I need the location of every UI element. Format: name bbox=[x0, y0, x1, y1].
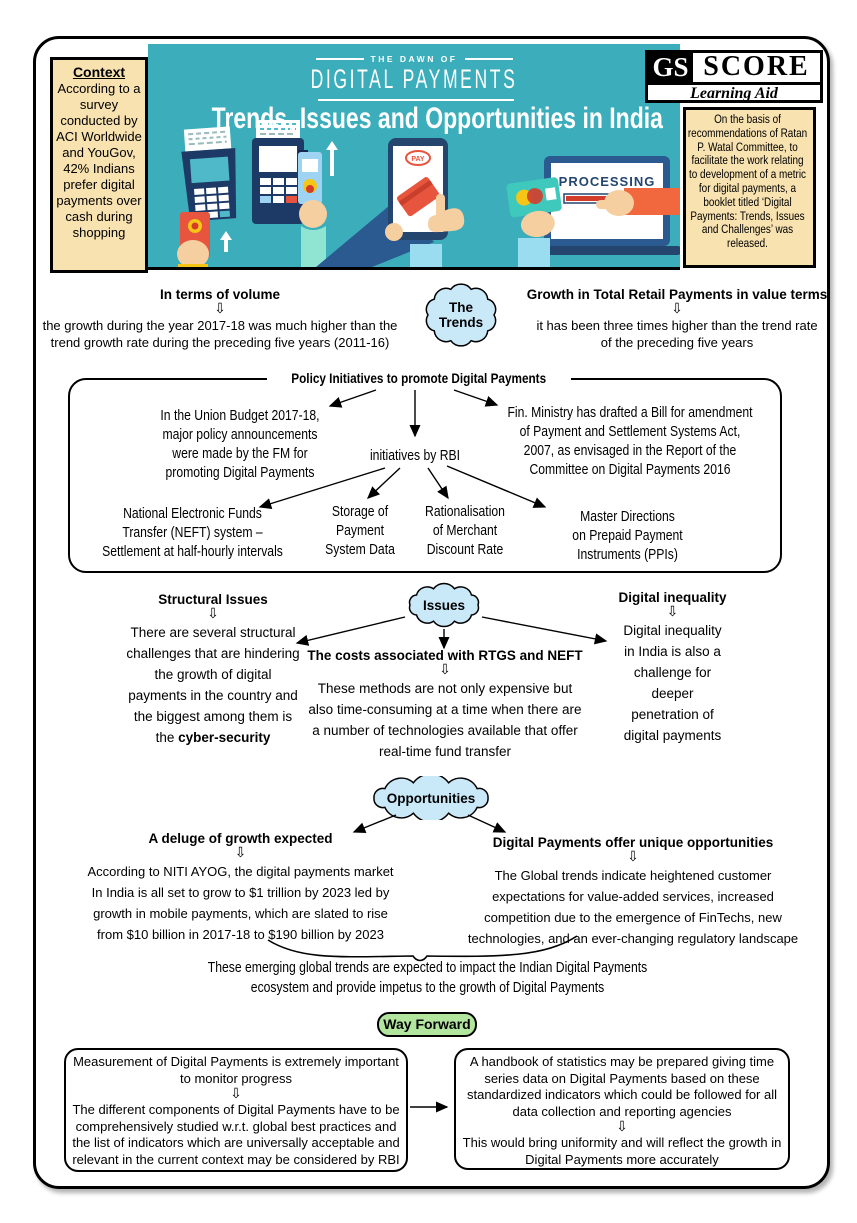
trends-volume-block: In terms of volume ⇩ the growth during t… bbox=[40, 287, 400, 351]
pos-terminal-1 bbox=[181, 126, 237, 222]
issues-inequality-block: Digital inequality ⇩ Digital inequality … bbox=[590, 590, 755, 746]
trends-volume-heading: In terms of volume bbox=[159, 287, 281, 302]
banner: PAY PROCESSING bbox=[148, 44, 680, 270]
policy-title: Policy Initiatives to promote Digital Pa… bbox=[267, 370, 571, 386]
issues-costs-heading: The costs associated with RTGS and NEFT bbox=[307, 648, 583, 663]
smartphone-hands: PAY bbox=[316, 138, 465, 267]
opportunities-growth-block: A deluge of growth expected ⇩ According … bbox=[48, 831, 433, 945]
logo-score: SCORE bbox=[703, 51, 810, 82]
opportunities-growth-heading: A deluge of growth expected bbox=[148, 831, 333, 846]
policy-neft: National Electronic Funds Transfer (NEFT… bbox=[102, 506, 283, 560]
down-arrow-icon: ⇩ bbox=[207, 606, 219, 622]
down-arrow-icon: ⇩ bbox=[214, 301, 226, 317]
teal-card-hand bbox=[506, 177, 562, 238]
issues-cloud-label: Issues bbox=[422, 597, 466, 613]
issues-costs-body: These methods are not only expensive but… bbox=[308, 681, 582, 759]
issues-structural-block: Structural Issues ⇩ There are several st… bbox=[63, 592, 363, 748]
watal-committee-text: On the basis of recommendations of Ratan… bbox=[687, 112, 808, 251]
issues-inequality-heading: Digital inequality bbox=[618, 590, 727, 605]
trends-cloud: The Trends bbox=[422, 282, 500, 348]
issues-costs-block: The costs associated with RTGS and NEFT … bbox=[280, 648, 610, 762]
issues-inequality-body: Digital inequality in India is also a ch… bbox=[623, 623, 722, 743]
issues-structural-heading: Structural Issues bbox=[158, 592, 268, 607]
left-box-top: Measurement of Digital Payments is extre… bbox=[73, 1054, 399, 1086]
trends-value-block: Growth in Total Retail Payments in value… bbox=[512, 287, 842, 351]
global-trends-summary: These emerging global trends are expecte… bbox=[207, 960, 648, 996]
kicker-line-left bbox=[315, 57, 364, 60]
trends-value-body: it has been three times higher than the … bbox=[536, 318, 818, 350]
opportunities-cloud: Opportunities bbox=[368, 776, 494, 820]
opportunities-unique-block: Digital Payments offer unique opportunit… bbox=[437, 835, 829, 949]
issues-cloud: Issues bbox=[404, 582, 484, 628]
context-box: Context According to a survey conducted … bbox=[50, 57, 148, 273]
down-arrow-icon: ⇩ bbox=[616, 1119, 628, 1135]
way-forward-left-box: Measurement of Digital Payments is extre… bbox=[64, 1048, 408, 1172]
card-hand-1 bbox=[177, 212, 232, 267]
way-forward-right-box: A handbook of statistics may be prepared… bbox=[454, 1048, 790, 1170]
kicker-line-right bbox=[464, 57, 513, 60]
policy-rbi: initiatives by RBI bbox=[369, 448, 461, 464]
logo-tagline: Learning Aid bbox=[648, 82, 820, 103]
opportunities-cloud-label: Opportunities bbox=[386, 790, 476, 806]
opportunities-unique-body: The Global trends indicate heightened cu… bbox=[467, 868, 799, 946]
logo-gs: GS bbox=[648, 53, 693, 82]
laptop-processing: PROCESSING bbox=[506, 156, 680, 267]
processing-label: PROCESSING bbox=[559, 174, 656, 189]
banner-brand: DIGITAL PAYMENTS bbox=[310, 64, 518, 94]
opportunities-unique-heading: Digital Payments offer unique opportunit… bbox=[492, 835, 774, 850]
policy-storage: Storage of Payment System Data bbox=[325, 504, 395, 558]
card-hand-2 bbox=[298, 141, 338, 267]
watal-committee-box: On the basis of recommendations of Ratan… bbox=[683, 107, 816, 268]
banner-title: Trends, Issues and Opportunities in Indi… bbox=[211, 102, 663, 135]
policy-budget: In the Union Budget 2017-18, major polic… bbox=[160, 408, 320, 481]
down-arrow-icon: ⇩ bbox=[671, 301, 683, 317]
left-box-bottom: The different components of Digital Paym… bbox=[72, 1102, 400, 1167]
brand-underline bbox=[318, 99, 514, 101]
down-arrow-icon: ⇩ bbox=[230, 1086, 242, 1102]
banner-illustration: PAY PROCESSING bbox=[177, 120, 680, 267]
context-body: According to a survey conducted by ACI W… bbox=[56, 81, 142, 240]
context-title: Context bbox=[72, 64, 126, 80]
policy-rational: Rationalisation of Merchant Discount Rat… bbox=[425, 504, 505, 558]
down-arrow-icon: ⇩ bbox=[666, 604, 679, 620]
down-arrow-icon: ⇩ bbox=[627, 849, 639, 865]
gs-score-logo: GS SCORE Learning Aid bbox=[645, 50, 823, 103]
right-box-bottom: This would bring uniformity and will ref… bbox=[462, 1135, 782, 1167]
trends-cloud-label: The Trends bbox=[438, 300, 484, 330]
way-forward-badge: Way Forward bbox=[377, 1012, 477, 1037]
down-arrow-icon: ⇩ bbox=[439, 662, 451, 678]
policy-finmin: Fin. Ministry has drafted a Bill for ame… bbox=[507, 405, 753, 478]
outer-frame bbox=[33, 36, 830, 1189]
banner-kicker: THE DAWN OF bbox=[148, 54, 680, 64]
opportunities-growth-body: According to NITI AYOG, the digital paym… bbox=[87, 864, 394, 942]
issues-structural-body: There are several structural challenges … bbox=[126, 625, 300, 745]
pay-label: PAY bbox=[411, 156, 425, 163]
trends-value-heading: Growth in Total Retail Payments in value… bbox=[526, 287, 828, 302]
down-arrow-icon: ⇩ bbox=[234, 845, 247, 861]
policy-master: Master Directions on Prepaid Payment Ins… bbox=[572, 509, 683, 563]
trends-volume-body: the growth during the year 2017-18 was m… bbox=[42, 318, 398, 350]
right-box-top: A handbook of statistics may be prepared… bbox=[466, 1054, 777, 1119]
pointing-hand-orange bbox=[596, 188, 680, 216]
